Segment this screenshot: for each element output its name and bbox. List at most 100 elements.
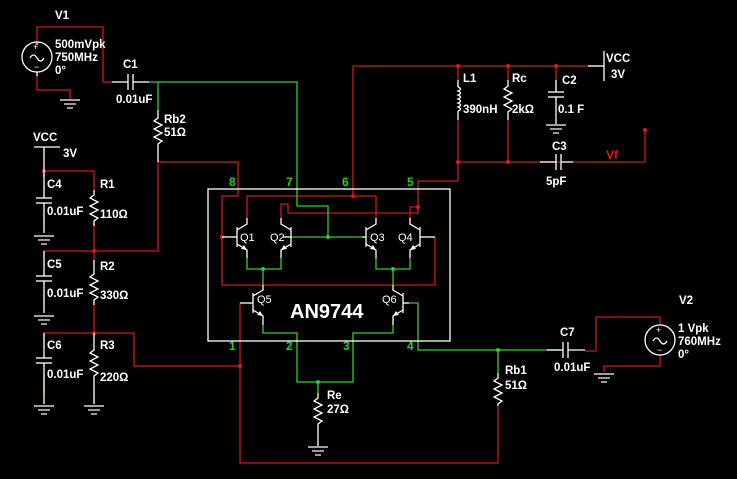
v2-amplitude: 1 Vpk — [678, 323, 709, 335]
rb2-name: Rb2 — [164, 114, 186, 126]
re-name: Re — [327, 390, 342, 402]
pin-label-3: 3 — [343, 339, 350, 353]
source-v2[interactable]: + − V2 1 Vpk 760MHz 0° — [593, 295, 721, 383]
c2-name: C2 — [562, 75, 577, 87]
c4-name: C4 — [47, 179, 62, 191]
resistor-r1[interactable]: R1 110Ω — [88, 179, 128, 226]
resistor-rb1[interactable]: Rb1 51Ω — [492, 365, 527, 406]
v1-phase: 0° — [55, 65, 66, 77]
svg-text:−: − — [657, 345, 662, 355]
q4-label: Q4 — [398, 232, 413, 244]
chip-an9744[interactable]: AN9744 8 7 6 5 1 2 3 4 — [207, 175, 451, 353]
vcc-right-value: 3V — [611, 69, 625, 81]
pin-label-8: 8 — [229, 175, 236, 189]
q2-label: Q2 — [270, 232, 285, 244]
q3-label: Q3 — [370, 232, 385, 244]
resistor-re[interactable]: Re 27Ω — [307, 390, 349, 456]
vcc-supply-left[interactable]: VCC 3V — [33, 132, 77, 171]
rc-name: Rc — [512, 73, 527, 85]
ground-icon — [59, 99, 81, 109]
green-wires — [149, 81, 560, 393]
q5-label: Q5 — [257, 294, 272, 306]
resistor-r3[interactable]: R3 220Ω — [83, 333, 128, 415]
c6-value: 0.01uF — [47, 369, 83, 381]
re-value: 27Ω — [327, 404, 349, 416]
v2-phase: 0° — [678, 349, 689, 361]
rb1-value: 51Ω — [505, 380, 527, 392]
r2-name: R2 — [100, 261, 115, 273]
c3-value: 5pF — [546, 176, 566, 188]
transistor-q4[interactable]: Q4 — [398, 218, 435, 258]
c4-value: 0.01uF — [47, 206, 83, 218]
ground-icon — [33, 235, 55, 245]
v2-name: V2 — [679, 295, 693, 307]
pin-label-4: 4 — [407, 339, 414, 353]
rb2-value: 51Ω — [164, 127, 186, 139]
c5-name: C5 — [47, 259, 62, 271]
ground-icon — [593, 373, 615, 383]
ground-icon — [33, 405, 55, 415]
transistor-q2[interactable]: Q2 — [270, 218, 292, 258]
pin-label-6: 6 — [342, 175, 349, 189]
inductor-l1[interactable]: L1 390nH — [456, 73, 498, 120]
pin-label-2: 2 — [286, 339, 293, 353]
capacitor-c5[interactable]: C5 0.01uF — [33, 251, 83, 325]
chip-outline — [207, 188, 451, 342]
junction-dots — [42, 64, 647, 384]
pin-label-1: 1 — [229, 339, 236, 353]
source-v1[interactable]: + − V1 500mVpk 750MHz 0° — [21, 10, 106, 109]
v1-amplitude: 500mVpk — [55, 39, 106, 51]
svg-text:+: + — [656, 325, 661, 335]
svg-text:+: + — [33, 42, 38, 52]
v2-frequency: 760MHz — [678, 336, 721, 348]
q6-label: Q6 — [382, 294, 397, 306]
ground-icon — [545, 124, 567, 134]
capacitor-c6[interactable]: C6 0.01uF — [33, 333, 83, 415]
r2-value: 330Ω — [100, 290, 128, 302]
resistor-rb2[interactable]: Rb2 51Ω — [152, 110, 186, 162]
r1-name: R1 — [100, 179, 115, 191]
capacitor-c7[interactable]: C7 0.01uF — [547, 327, 590, 374]
capacitor-c2[interactable]: C2 0.1 F — [545, 75, 584, 134]
rc-value: 2kΩ — [512, 104, 534, 116]
r3-value: 220Ω — [100, 372, 128, 384]
resistor-r2[interactable]: R2 330Ω — [88, 260, 128, 305]
rb1-name: Rb1 — [505, 365, 527, 377]
transistor-q1[interactable]: Q1 — [222, 218, 255, 258]
ground-icon — [33, 315, 55, 325]
vcc-supply-right[interactable]: VCC 3V — [588, 51, 630, 81]
transistor-q3[interactable]: Q3 — [362, 218, 385, 258]
capacitor-c4[interactable]: C4 0.01uF — [33, 171, 83, 245]
capacitor-c3[interactable]: C3 5pF — [540, 141, 573, 188]
transistor-q5[interactable]: Q5 — [240, 285, 272, 325]
r1-value: 110Ω — [100, 209, 128, 221]
ground-icon — [83, 405, 105, 415]
vcc-right-name: VCC — [606, 53, 630, 65]
ac-source-icon — [644, 324, 676, 356]
red-wires — [36, 26, 661, 464]
c1-name: C1 — [123, 59, 138, 71]
svg-text:−: − — [34, 62, 39, 72]
vcc-left-value: 3V — [63, 148, 77, 160]
c3-name: C3 — [552, 141, 567, 153]
q1-label: Q1 — [240, 232, 255, 244]
l1-name: L1 — [463, 73, 477, 85]
chip-name: AN9744 — [290, 301, 364, 323]
pin-label-7: 7 — [286, 175, 293, 189]
l1-value: 390nH — [463, 104, 498, 116]
c7-name: C7 — [560, 327, 575, 339]
pin-label-5: 5 — [407, 175, 414, 189]
net-label-vf[interactable]: Vf — [606, 148, 619, 162]
transistor-q6[interactable]: Q6 — [382, 285, 409, 325]
resistor-rc[interactable]: Rc 2kΩ — [502, 73, 534, 120]
ground-icon — [307, 446, 329, 456]
v1-name: V1 — [55, 10, 70, 22]
capacitor-c1[interactable]: C1 0.01uF — [112, 59, 152, 106]
c2-value: 0.1 F — [558, 104, 584, 116]
c1-value: 0.01uF — [116, 94, 152, 106]
c5-value: 0.01uF — [47, 288, 83, 300]
c6-name: C6 — [47, 340, 62, 352]
c7-value: 0.01uF — [554, 362, 590, 374]
r3-name: R3 — [100, 340, 115, 352]
